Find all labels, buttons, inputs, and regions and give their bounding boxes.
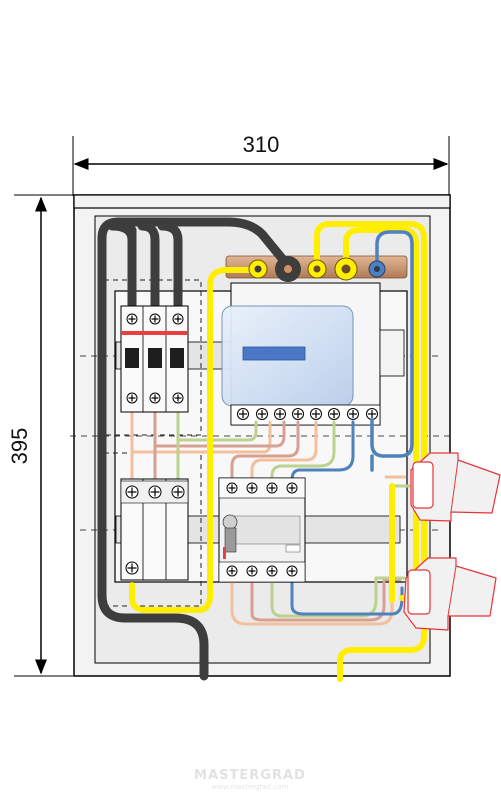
residual-current-device: [218, 477, 306, 583]
supply-cables: [97, 217, 290, 681]
watermark-brand: MASTERGRAD: [194, 768, 306, 783]
industrial-socket-lower: [403, 557, 497, 631]
electricity-meter: [221, 282, 405, 426]
spd-terminal-2: [148, 485, 162, 499]
meter-terminal-3: [274, 408, 286, 420]
meter-terminal-2: [256, 408, 268, 420]
spd-terminal-1: [125, 485, 139, 499]
meter-terminal-1: [237, 408, 249, 420]
mcb-terminal-top-3: [172, 313, 184, 325]
rcd-terminal-bottom-4: [286, 565, 298, 577]
meter-terminal-5: [310, 408, 322, 420]
branch-wires: [130, 408, 411, 626]
meter-terminal-8: [366, 408, 378, 420]
watermark-tagline: www.mastergrad.com: [212, 783, 289, 791]
rcd-terminal-bottom-3: [266, 565, 278, 577]
rcd-terminal-top-2: [246, 482, 258, 494]
height-dimension: 395: [7, 194, 73, 677]
mcb-terminal-bottom-2: [149, 392, 161, 404]
rcd-terminal-bottom-2: [246, 565, 258, 577]
blue-cables: [370, 230, 414, 472]
meter-terminal-4: [292, 408, 304, 420]
busbar-terminals: [248, 256, 386, 282]
yellow-cables: [129, 221, 427, 682]
rcd-terminal-bottom-1: [226, 565, 238, 577]
spd-terminal-3: [171, 485, 185, 499]
mcb-terminal-bottom-3: [172, 392, 184, 404]
meter-display: [242, 346, 306, 361]
width-dimension: 310: [72, 132, 450, 196]
watermark: MASTERGRAD www.mastergrad.com: [194, 768, 306, 791]
rcd-terminal-top-3: [266, 482, 278, 494]
width-label: 310: [243, 132, 280, 157]
industrial-socket-upper: [410, 452, 501, 522]
mcb-terminal-top-1: [126, 313, 138, 325]
height-label: 395: [7, 428, 32, 465]
meter-terminal-7: [347, 408, 359, 420]
mcb-terminal-top-2: [149, 313, 161, 325]
rcd-terminal-top-4: [286, 482, 298, 494]
spd-terminal-pe: [125, 561, 139, 575]
rcd-terminal-top-1: [226, 482, 238, 494]
meter-terminal-6: [328, 408, 340, 420]
surge-protector: [120, 478, 189, 581]
main-circuit-breaker: [120, 305, 189, 413]
mcb-terminal-bottom-1: [126, 392, 138, 404]
